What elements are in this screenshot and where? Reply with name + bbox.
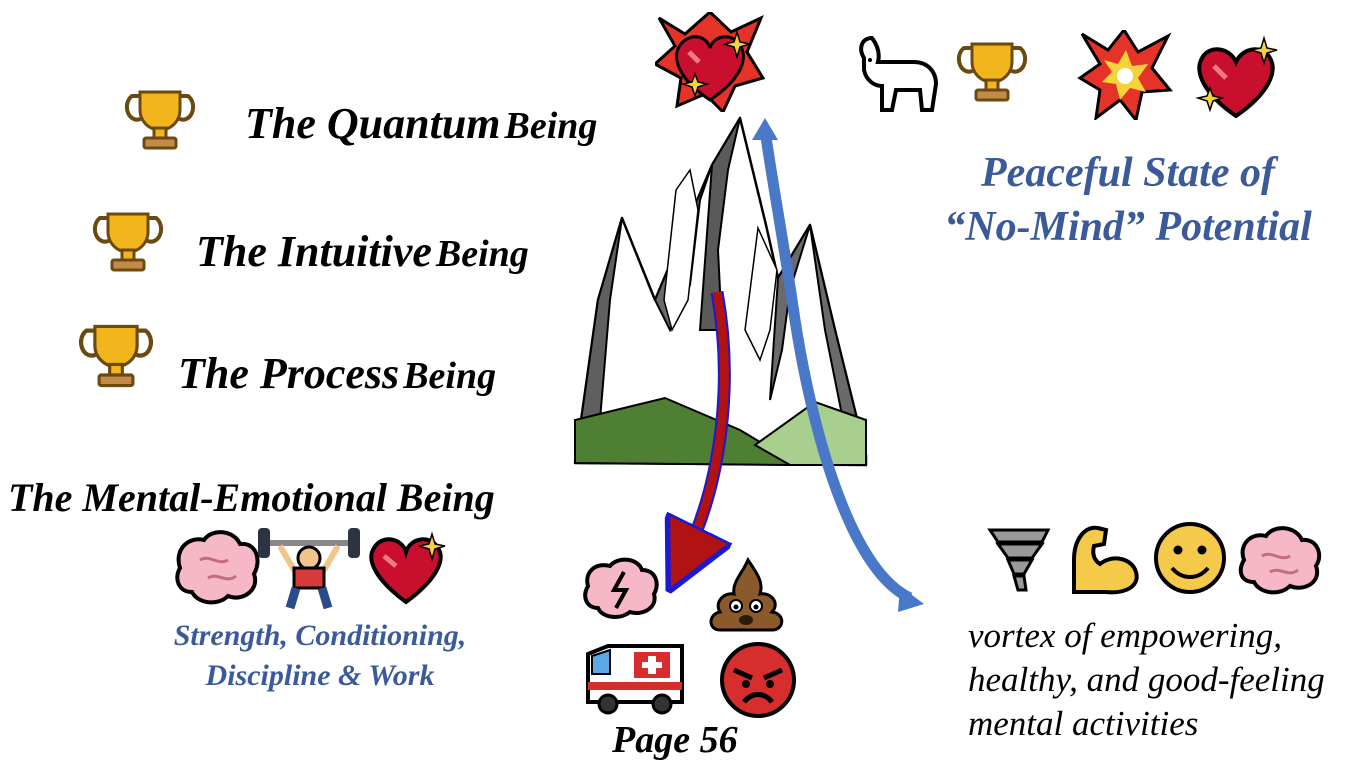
smiling-face-icon — [1154, 522, 1226, 594]
level-mental-emotional: The Mental-Emotional Being — [8, 475, 495, 520]
level-quantum-title: The Quantum — [245, 99, 501, 148]
vortex-caption-line1: vortex of empowering, — [968, 616, 1282, 655]
down-icon-cluster — [580, 550, 810, 720]
trophy-icon — [124, 84, 196, 156]
level-quantum-suffix: Being — [504, 105, 598, 147]
upward-arrow — [759, 129, 913, 603]
base-caption-line2: Discipline & Work — [205, 659, 435, 692]
ambulance-icon — [586, 644, 684, 715]
vortex-caption-line3: mental activities — [968, 704, 1199, 743]
goat-icon — [859, 35, 939, 112]
vortex-caption-line2: healthy, and good-feeling — [968, 660, 1325, 699]
page-number: Page 56 — [612, 719, 738, 761]
peak-caption-line2: “No-Mind” Potential — [944, 204, 1312, 250]
zapped-brain-icon — [583, 557, 659, 619]
trophy-icon — [92, 206, 164, 278]
vortex-caption: vortex of empowering, healthy, and good-… — [968, 614, 1356, 746]
base-caption: Strength, Conditioning, Discipline & Wor… — [120, 616, 520, 696]
flexed-biceps-icon — [1072, 525, 1139, 595]
brain-icon — [175, 530, 260, 605]
tornado-icon — [987, 528, 1051, 592]
brain-icon — [1238, 526, 1322, 595]
mountain-diagram — [573, 116, 924, 612]
base-icon-row — [170, 520, 450, 610]
level-intuitive-suffix: Being — [435, 233, 529, 275]
level-process-title: The Process — [178, 349, 400, 398]
level-quantum: The Quantum Being — [245, 98, 597, 149]
angry-face-icon — [720, 642, 796, 718]
level-intuitive: The Intuitive Being — [196, 226, 529, 277]
level-process: The Process Being — [178, 348, 496, 399]
side-arrowhead — [898, 586, 924, 612]
level-process-suffix: Being — [403, 355, 497, 397]
collision-icon — [1077, 27, 1173, 124]
trophy-icon — [956, 42, 1028, 102]
peak-caption: Peaceful State of “No-Mind” Potential — [900, 146, 1356, 254]
trophy-icon — [78, 318, 154, 394]
weightlifter-icon — [258, 528, 360, 610]
sparkling-heart-burst-icon — [652, 9, 766, 115]
level-intuitive-title: The Intuitive — [196, 227, 432, 276]
base-caption-line1: Strength, Conditioning, — [173, 619, 467, 652]
sparkling-heart-icon — [1195, 35, 1278, 119]
upward-arrowhead — [752, 118, 778, 140]
vortex-icon-row — [986, 520, 1326, 600]
peak-caption-line1: Peaceful State of — [981, 150, 1275, 196]
peak-icon-row — [848, 27, 1298, 124]
poop-icon — [709, 556, 784, 632]
sparkling-heart-icon — [369, 531, 446, 605]
